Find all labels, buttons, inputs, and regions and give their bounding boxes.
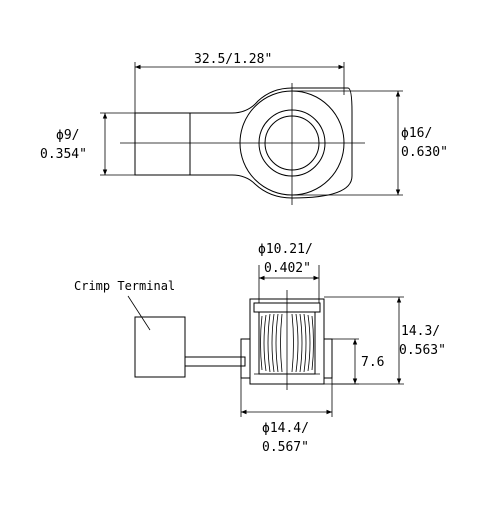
ring-dia-label-2: 0.630" bbox=[401, 145, 448, 160]
ring-dia-label-1: ϕ16/ bbox=[401, 126, 432, 141]
top-view: 32.5/1.28" ϕ9/ 0.354" ϕ16/ 0.630" bbox=[40, 52, 448, 205]
crimp-terminal-callout: Crimp Terminal bbox=[74, 279, 175, 293]
crimp-terminal-leader bbox=[127, 295, 151, 331]
crimp-terminal-barrel bbox=[134, 316, 186, 378]
outer-dia-label-1: ϕ14.4/ bbox=[262, 421, 309, 436]
length-dim-label: 32.5/1.28" bbox=[194, 52, 272, 67]
crimp-terminal-tongue bbox=[184, 356, 246, 367]
inner-dia-label-2: 0.402" bbox=[264, 261, 311, 276]
step-height-label: 7.6 bbox=[361, 355, 384, 370]
shank-dia-label-2: 0.354" bbox=[40, 147, 87, 162]
shank-body bbox=[134, 112, 191, 176]
outer-dia-label-2: 0.567" bbox=[262, 440, 309, 455]
height-label-1: 14.3/ bbox=[401, 324, 440, 339]
shank-dia-label-1: ϕ9/ bbox=[56, 128, 79, 143]
bottom-view: Crimp Terminal ϕ10.21/ bbox=[74, 242, 446, 455]
height-label-2: 0.563" bbox=[399, 343, 446, 358]
thread-lines bbox=[260, 313, 314, 373]
neck-outline bbox=[190, 87, 353, 199]
inner-dia-label-1: ϕ10.21/ bbox=[258, 242, 313, 257]
